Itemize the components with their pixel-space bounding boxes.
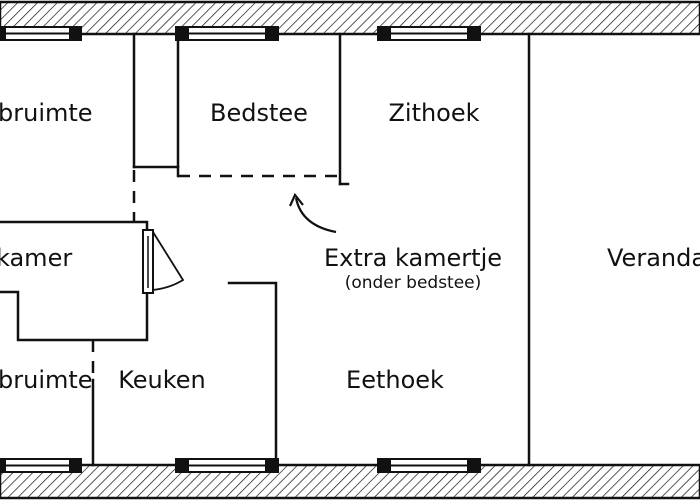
interior-walls: [0, 32, 531, 467]
window-icon: [0, 26, 82, 41]
room-label-bergruimte-bottom: bruimte: [0, 366, 93, 394]
bottom-windows: [0, 458, 481, 473]
room-label-zithoek: Zithoek: [388, 99, 479, 127]
curved-arrow-icon: [288, 192, 337, 234]
window-icon: [0, 458, 82, 473]
room-label-keuken: Keuken: [118, 366, 206, 394]
room-label-extra-kamertje: Extra kamertje: [324, 244, 502, 272]
wall: [227, 281, 278, 467]
window-icon: [377, 26, 481, 41]
top-windows: [0, 26, 481, 41]
window-icon: [377, 458, 481, 473]
room-label-kamer: kamer: [0, 244, 72, 272]
room-labels: bruimte Bedstee Zithoek kamer Extra kame…: [0, 99, 700, 394]
top-wall: [0, 0, 700, 36]
door-swing-arc-icon: [142, 229, 185, 294]
dashed-walls: [91, 170, 340, 380]
window-icon: [175, 26, 279, 41]
room-label-veranda: Veranda: [607, 244, 700, 272]
room-label-eethoek: Eethoek: [346, 366, 444, 394]
room-label-bedstee: Bedstee: [210, 99, 308, 127]
room-note-onder-bedstee: (onder bedstee): [345, 273, 482, 293]
room-label-bergruimte-top: bruimte: [0, 99, 93, 127]
wall: [0, 220, 149, 342]
bottom-wall: [0, 463, 700, 500]
window-icon: [175, 458, 279, 473]
